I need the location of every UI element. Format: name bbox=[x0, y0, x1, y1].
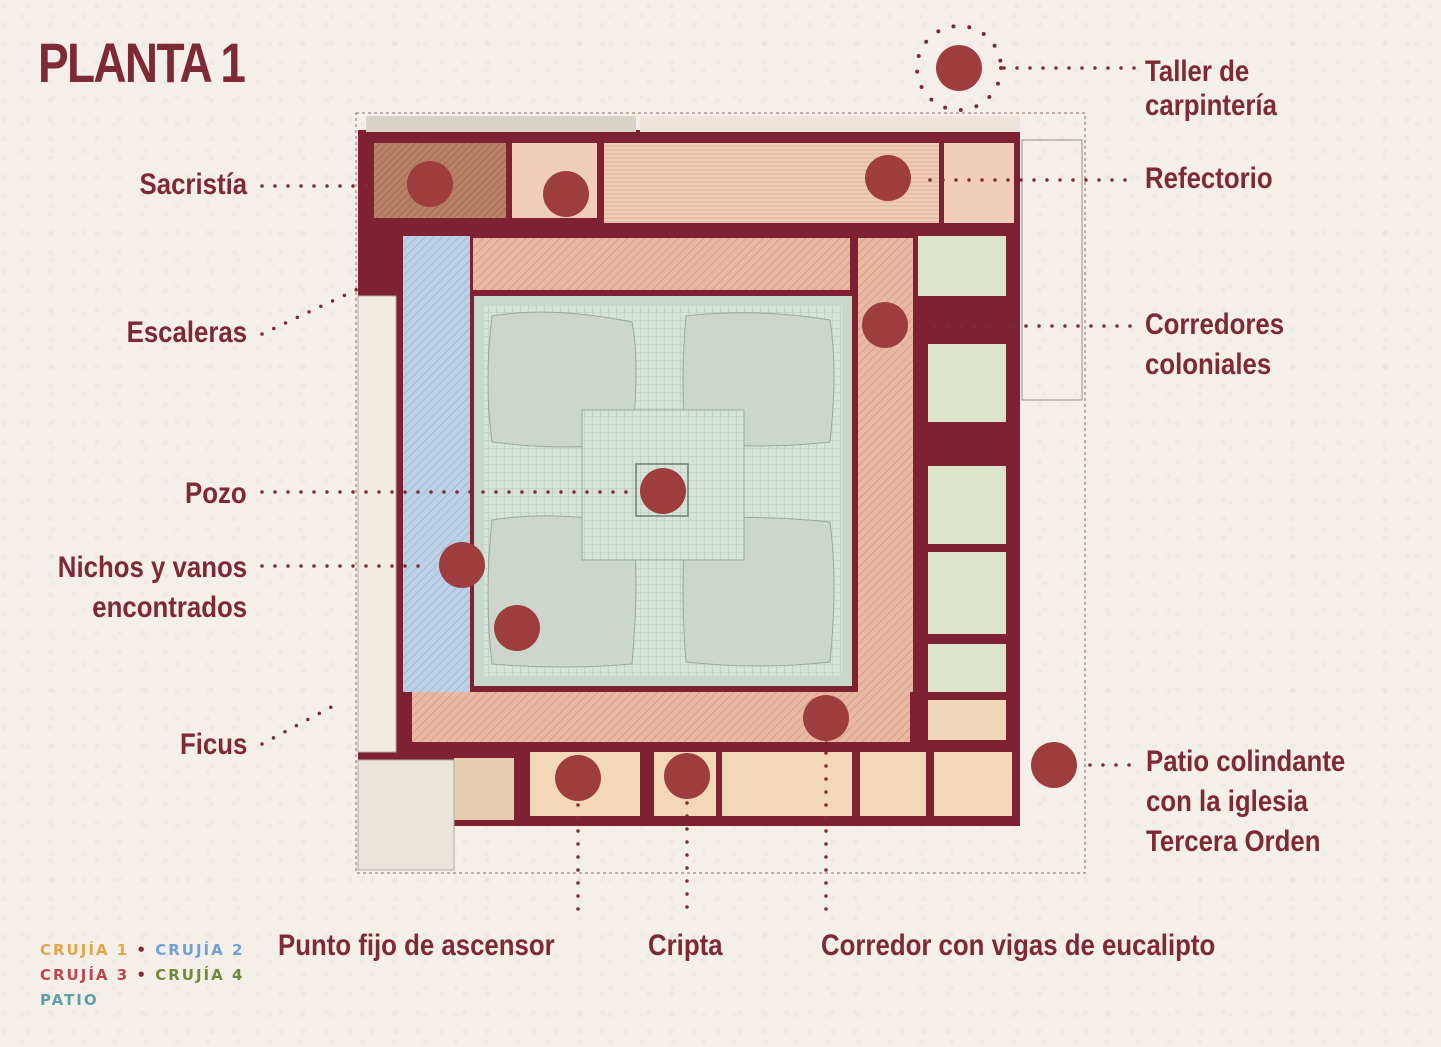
marker-corredor-vigas bbox=[803, 695, 849, 741]
legend-crujia-2: CRUJÍA 2 bbox=[155, 941, 245, 959]
label-sacristia: Sacristía bbox=[139, 168, 247, 201]
label-escaleras: Escaleras bbox=[126, 316, 247, 349]
legend-separator: • bbox=[136, 941, 148, 959]
legend-crujia-4: CRUJÍA 4 bbox=[155, 966, 245, 984]
legend: CRUJÍA 1 • CRUJÍA 2 CRUJÍA 3 • CRUJÍA 4 … bbox=[40, 938, 244, 1013]
marker-nichos-2 bbox=[494, 605, 540, 651]
page-title: PLANTA 1 bbox=[38, 31, 246, 94]
label-refectorio: Refectorio bbox=[1145, 162, 1273, 195]
label-cripta: Cripta bbox=[648, 929, 723, 962]
label-corredor-vigas: Corredor con vigas de eucalipto bbox=[821, 929, 1216, 962]
legend-crujia-1: CRUJÍA 1 bbox=[40, 941, 130, 959]
crujia-2-area bbox=[403, 236, 470, 692]
marker-corredores bbox=[862, 302, 908, 348]
marker-refectorio bbox=[865, 155, 911, 201]
legend-separator: • bbox=[136, 966, 148, 984]
label-punto-fijo: Punto fijo de ascensor bbox=[278, 929, 555, 962]
marker-sacristia-2 bbox=[543, 171, 589, 217]
marker-pozo bbox=[640, 468, 686, 514]
marker-nichos bbox=[439, 542, 485, 588]
legend-crujia-3: CRUJÍA 3 bbox=[40, 966, 130, 984]
marker-cripta bbox=[664, 753, 710, 799]
leader-ficus bbox=[260, 703, 337, 746]
label-ficus: Ficus bbox=[179, 728, 247, 761]
marker-patio-colindante bbox=[1031, 742, 1077, 788]
legend-patio: PATIO bbox=[40, 991, 99, 1009]
leader-escaleras bbox=[260, 286, 362, 336]
marker-punto-fijo bbox=[555, 755, 601, 801]
marker-taller-halo bbox=[915, 24, 1003, 112]
label-pozo: Pozo bbox=[185, 477, 247, 510]
marker-sacristia bbox=[407, 161, 453, 207]
corridor-top bbox=[473, 238, 850, 290]
marker-taller bbox=[936, 45, 982, 91]
